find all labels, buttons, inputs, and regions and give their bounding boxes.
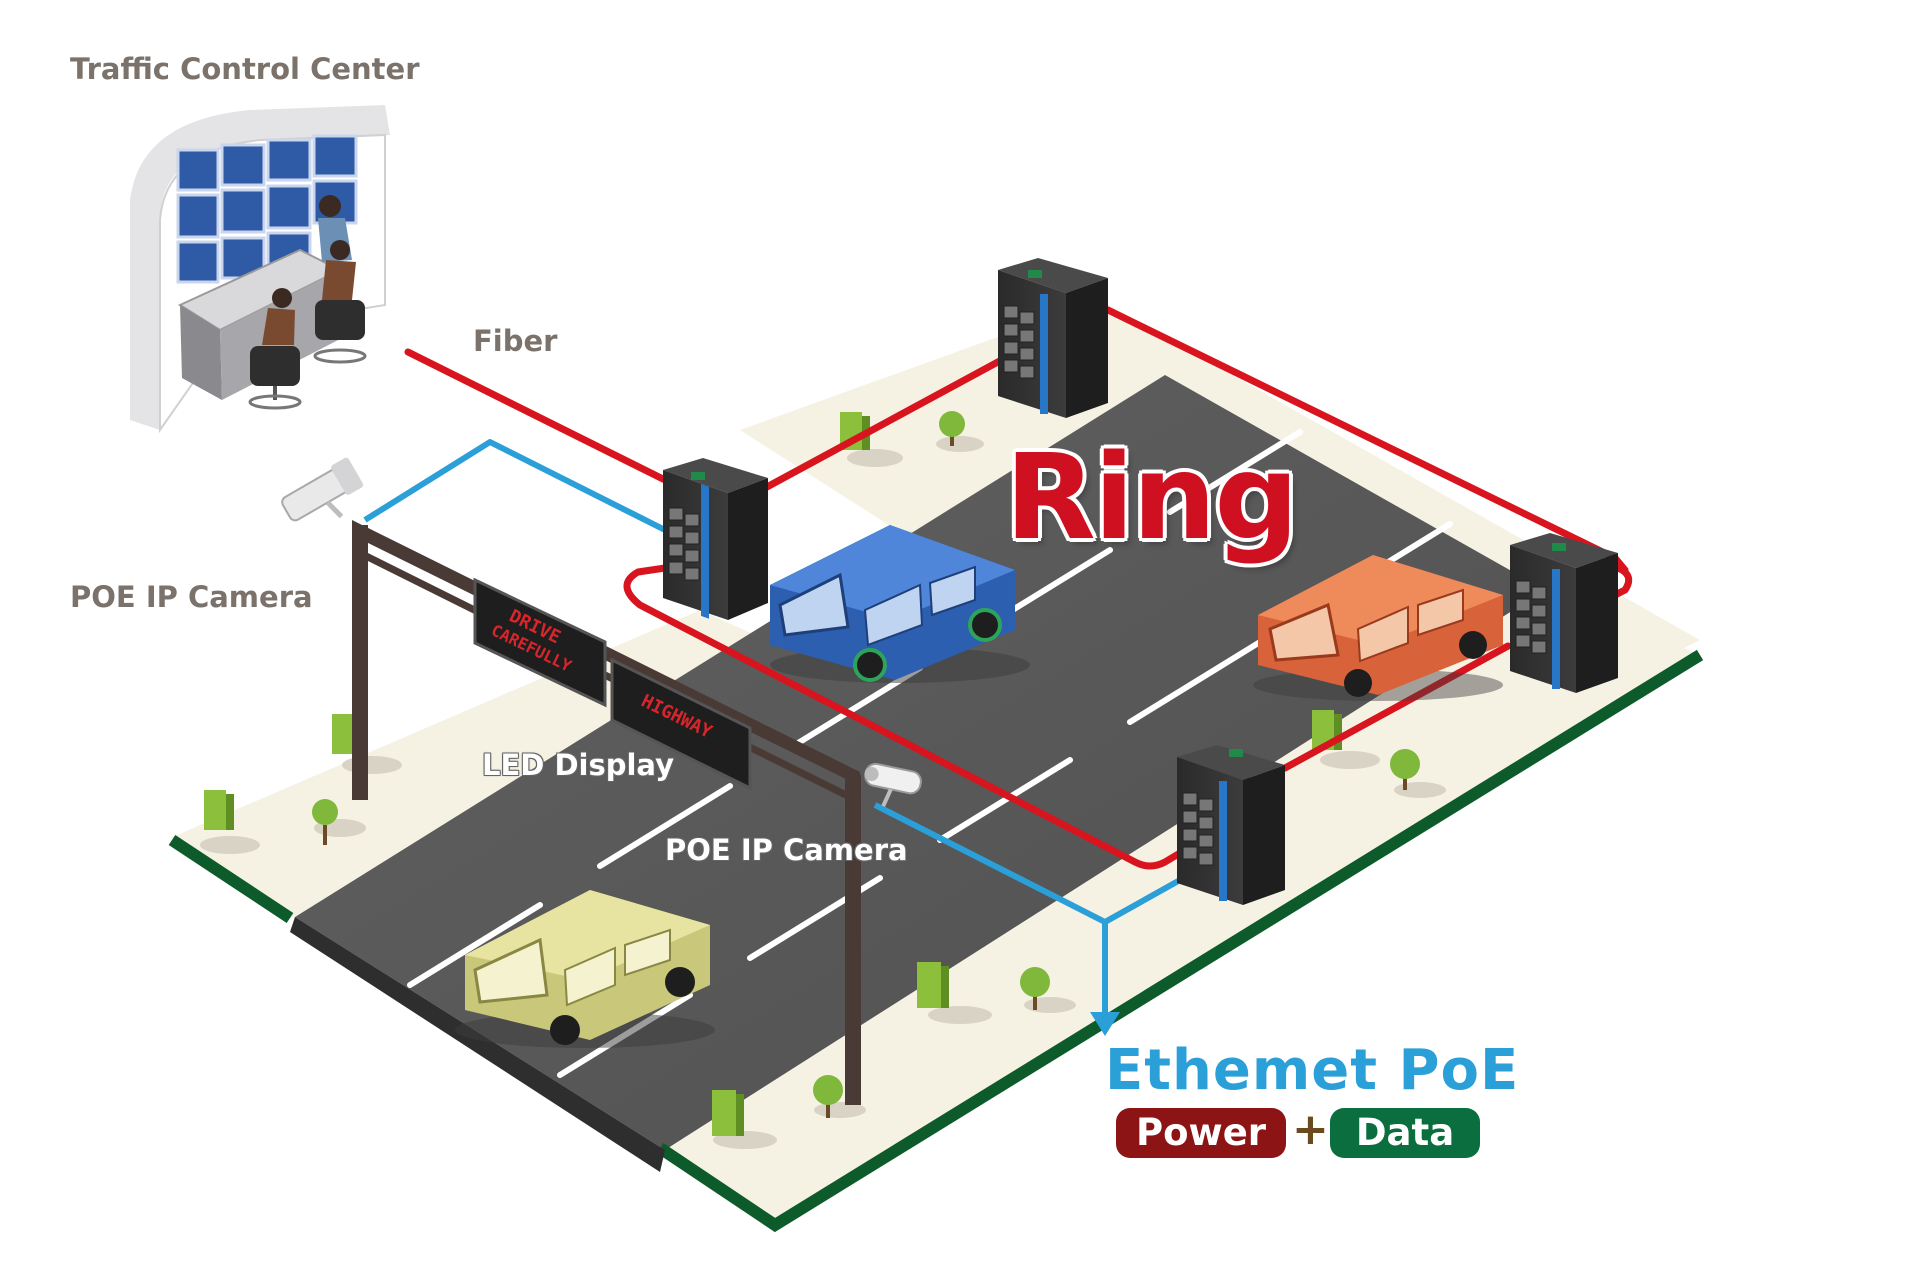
camera-icon [281, 457, 364, 522]
tree-icon [1020, 967, 1076, 1013]
gantry-pole-left [352, 525, 368, 800]
car-icon [770, 525, 1030, 683]
street-furniture [200, 411, 1446, 1149]
ring-label: Ring [1005, 428, 1299, 566]
gantry-pole-right [845, 775, 861, 1105]
led-display-label: LED Display [482, 748, 675, 782]
ring-segment-top [761, 346, 1024, 492]
bin-icon [200, 790, 260, 854]
bin-icon [1312, 710, 1380, 769]
poe-output-arrow-head [1090, 1012, 1120, 1036]
switch-icon [663, 458, 768, 620]
camera-icon [864, 762, 922, 807]
led-panel-2 [610, 657, 752, 791]
fiber-label: Fiber [473, 324, 558, 358]
operator-figures [248, 195, 367, 410]
power-badge: Power [1116, 1108, 1286, 1158]
ring-return [1601, 564, 1633, 599]
data-badge: Data [1330, 1108, 1480, 1158]
plus-sign: + [1292, 1104, 1329, 1155]
bin-icon [917, 962, 992, 1024]
traffic-control-center-label: Traffic Control Center [70, 52, 420, 86]
switch-icon [998, 258, 1108, 418]
ethernet-poe-title: Ethemet PoE [1105, 1038, 1520, 1103]
switch-icon [1510, 533, 1618, 693]
poe-camera-left-label: POE IP Camera [70, 580, 313, 614]
green-edge-left [168, 834, 294, 924]
control-room-icon [130, 105, 390, 434]
poe-link-gantry-camera [363, 439, 667, 533]
bin-icon [712, 1090, 777, 1149]
fiber-link [404, 348, 669, 484]
tree-icon [936, 411, 984, 452]
ring-segment-bottom [1281, 642, 1512, 772]
ground-platform [168, 300, 1704, 1233]
road-edge-shadow [290, 917, 665, 1172]
poe-camera-road-label: POE IP Camera [665, 833, 908, 867]
bottom-sidewalk [665, 590, 1700, 1225]
ring-segment-left [623, 564, 1189, 870]
car-icon [455, 890, 715, 1048]
poe-blue-lines [363, 439, 1182, 1036]
tree-icon [312, 799, 366, 845]
tree-icon [1390, 749, 1446, 798]
led-sign-icon: DRIVE CAREFULLY HIGHWAY [352, 520, 861, 1105]
car-icon [1253, 555, 1503, 701]
led-panel-1 [473, 577, 607, 708]
green-edge-bottom [656, 649, 1704, 1233]
tree-icon [813, 1075, 866, 1118]
switch-icon [1177, 745, 1285, 905]
